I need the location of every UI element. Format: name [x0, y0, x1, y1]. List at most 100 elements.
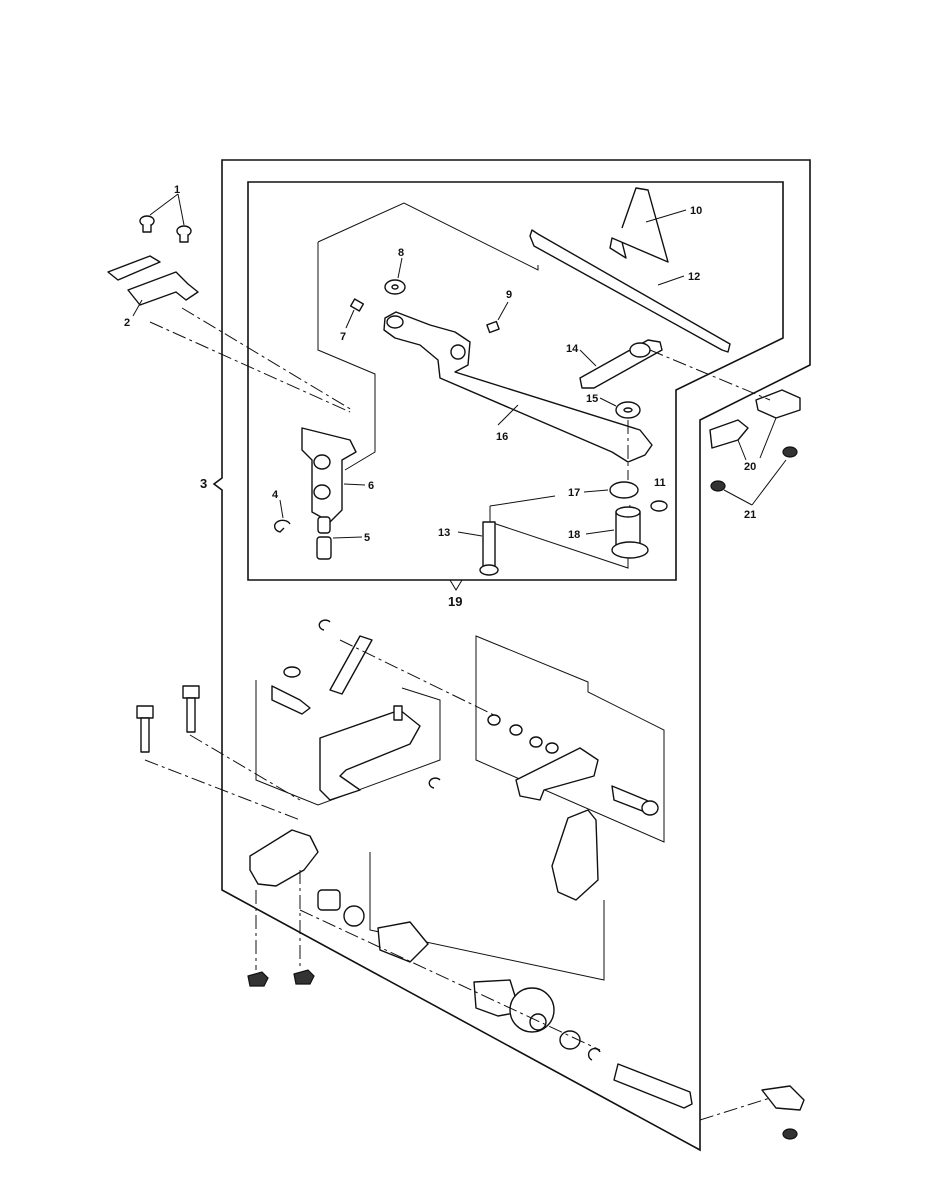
callout-3: 3 — [200, 476, 207, 491]
screw-lower-right — [782, 1128, 798, 1140]
leader-7 — [345, 309, 355, 329]
screw-part-1b — [176, 225, 192, 243]
ring-part-17 — [609, 481, 639, 499]
housing-block — [249, 829, 319, 887]
leader-21 — [723, 459, 787, 506]
bracket-part-20b — [755, 389, 801, 419]
cam-lower — [377, 921, 429, 963]
gear-lower — [473, 979, 555, 1033]
ring-lower-c — [529, 736, 543, 748]
shaft-group-outline — [489, 495, 631, 569]
callout-15: 15 — [586, 393, 598, 405]
callout-8: 8 — [398, 247, 404, 259]
lever-arm-pivot — [450, 344, 466, 360]
screw-part-21b — [782, 446, 798, 458]
bolt-lower-2 — [182, 685, 200, 733]
yoke-hole-upper — [313, 454, 331, 470]
callout-6: 6 — [368, 480, 374, 492]
centerline-lower-6 — [299, 909, 601, 1051]
lever-group-outline — [317, 202, 539, 471]
callout-4: 4 — [272, 489, 279, 501]
small-screw-lower — [393, 705, 403, 721]
centerline-lower-5 — [339, 639, 497, 717]
e-ring-part-4 — [273, 519, 291, 533]
e-ring-lower-3 — [587, 1047, 601, 1061]
set-screw-part-7 — [349, 298, 365, 312]
leader-14 — [579, 349, 597, 367]
centerline-lower-2 — [189, 734, 301, 801]
leader-16 — [497, 404, 519, 426]
callout-5: 5 — [364, 532, 370, 544]
callout-13: 13 — [438, 527, 450, 539]
leader-5 — [332, 536, 363, 539]
washer-part-15 — [615, 401, 641, 419]
leader-2 — [132, 299, 143, 317]
bracket-lower-right — [761, 1085, 805, 1111]
inner-frame-pointer — [449, 579, 463, 591]
callout-9: 9 — [506, 289, 512, 301]
ring-lower-a — [487, 714, 501, 726]
bracket-part-20a — [709, 419, 749, 449]
lever-arm-part-16 — [383, 311, 653, 463]
screw-part-21a — [710, 480, 726, 492]
pin-lower — [271, 666, 311, 715]
leader-6 — [343, 483, 366, 486]
screw-part-1a — [139, 215, 155, 233]
callout-2: 2 — [124, 317, 130, 329]
leader-10 — [645, 209, 687, 223]
nut-lower-1 — [247, 971, 269, 987]
crank-group-outline — [369, 852, 605, 981]
nut-lower-2 — [293, 969, 315, 985]
leader-9 — [497, 301, 509, 321]
crank-link — [515, 747, 599, 801]
callout-14: 14 — [566, 343, 579, 355]
lever-arm-hole — [386, 315, 404, 329]
inner-subassembly-frame — [247, 181, 784, 581]
bracket-part-2 — [107, 255, 199, 306]
callout-17: 17 — [568, 487, 580, 499]
callout-16: 16 — [496, 431, 508, 443]
outer-assembly-frame — [212, 159, 811, 1152]
bolt-part-13 — [479, 521, 499, 576]
leader-20 — [737, 417, 777, 461]
ring-lower-d — [545, 742, 559, 754]
rod-part-12 — [529, 229, 731, 353]
centerline-lower-7 — [699, 1097, 771, 1121]
yoke-bracket-part-6 — [301, 427, 357, 523]
callout-10: 10 — [690, 205, 702, 217]
centerline-top-4 — [649, 349, 771, 401]
leader-15 — [599, 397, 617, 407]
fork-lever — [319, 709, 421, 801]
pin-right-lower — [611, 785, 659, 816]
post-part-18 — [611, 506, 649, 559]
centerline-top-1 — [149, 321, 351, 413]
centerline-lower-1 — [144, 759, 301, 821]
yoke-hole-lower — [313, 484, 331, 500]
callout-11: 11 — [654, 477, 666, 489]
shaft-part-14 — [579, 339, 663, 389]
bushing-lower — [317, 889, 365, 927]
link-group-outline — [475, 635, 665, 843]
leader-18 — [585, 529, 615, 535]
e-ring-lower-2 — [428, 777, 441, 789]
leader-13 — [457, 531, 483, 537]
leader-17 — [583, 489, 609, 493]
callout-1: 1 — [174, 184, 180, 196]
washer-part-8 — [384, 279, 406, 295]
callout-7: 7 — [340, 331, 346, 343]
leader-4 — [279, 499, 284, 519]
set-screw-part-9 — [486, 320, 500, 334]
centerline-top-2 — [181, 307, 353, 411]
washer-part-11 — [650, 500, 668, 512]
callout-18: 18 — [568, 529, 580, 541]
e-ring-lower-1 — [318, 619, 331, 631]
pin-part-5 — [316, 516, 332, 560]
link-plate — [329, 635, 373, 695]
fork-group-outline — [255, 680, 441, 806]
washer-lower-e — [559, 1030, 581, 1050]
bolt-lower-1 — [136, 705, 154, 753]
ring-lower-b — [509, 724, 523, 736]
callout-20: 20 — [744, 461, 756, 473]
callout-12: 12 — [688, 271, 700, 283]
